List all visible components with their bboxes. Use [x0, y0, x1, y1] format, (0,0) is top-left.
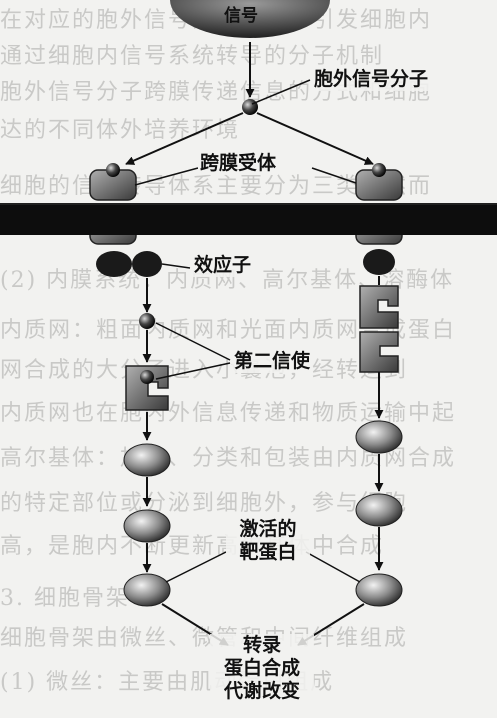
outcome-metabolic-change: 代谢改变: [223, 679, 300, 702]
receptor-label: 跨膜受体: [198, 152, 279, 175]
background-text-line: 的特定部位或分泌到细胞外，参与细胞: [0, 491, 409, 516]
pointer-line: [305, 551, 361, 583]
background-text-line: 网合成的大分子进入小囊泡，经转运到: [0, 358, 409, 383]
background-text-line: 高，是胞内不断更新高尔基体中合成: [0, 534, 385, 559]
effector-label: 效应子: [192, 254, 254, 277]
arrow: [256, 112, 374, 165]
pointer-line: [155, 362, 231, 380]
pointer-line: [155, 322, 231, 361]
second-messenger-label: 第二信使: [232, 350, 313, 373]
pointer-line: [134, 167, 199, 186]
protein-oval: [123, 443, 171, 477]
right-kinase: [359, 285, 399, 373]
target-protein-line-2: 靶蛋白: [239, 540, 297, 563]
outcome-protein-synthesis: 蛋白合成: [223, 656, 300, 679]
target-protein-label: 激活的 靶蛋白: [226, 518, 310, 564]
extracellular-signal-label: 胞外信号分子: [312, 68, 431, 91]
left-kinase: [125, 365, 169, 411]
background-text-line: 达的不同体外培养环境: [0, 118, 241, 143]
protein-oval: [355, 493, 403, 527]
protein-oval: [355, 420, 403, 454]
pointer-line: [165, 551, 227, 583]
background-text-line: 3. 细胞骨架: [0, 586, 130, 611]
protein-oval: [123, 509, 171, 543]
target-protein-line-1: 激活的: [239, 518, 297, 540]
outcome-transcription: 转录: [242, 634, 281, 656]
effector: [363, 249, 395, 275]
background-text-line: 通过细胞内信号系统转导的分子机制: [0, 44, 385, 69]
pointer-line: [311, 167, 357, 184]
cell-membrane: [0, 203, 497, 235]
effector: [96, 251, 162, 277]
arrow: [125, 112, 244, 165]
signal-source-label: 信号: [224, 6, 258, 26]
pointer-line: [251, 79, 311, 105]
activated-target-protein: [355, 573, 403, 607]
signal-source-cell: [170, 0, 330, 38]
activated-target-protein: [123, 573, 171, 607]
second-messenger-molecule: [139, 313, 155, 329]
signal-molecule: [242, 99, 258, 115]
pointer-line: [161, 263, 191, 269]
outcome-label: 转录 蛋白合成 代谢改变: [210, 634, 314, 703]
